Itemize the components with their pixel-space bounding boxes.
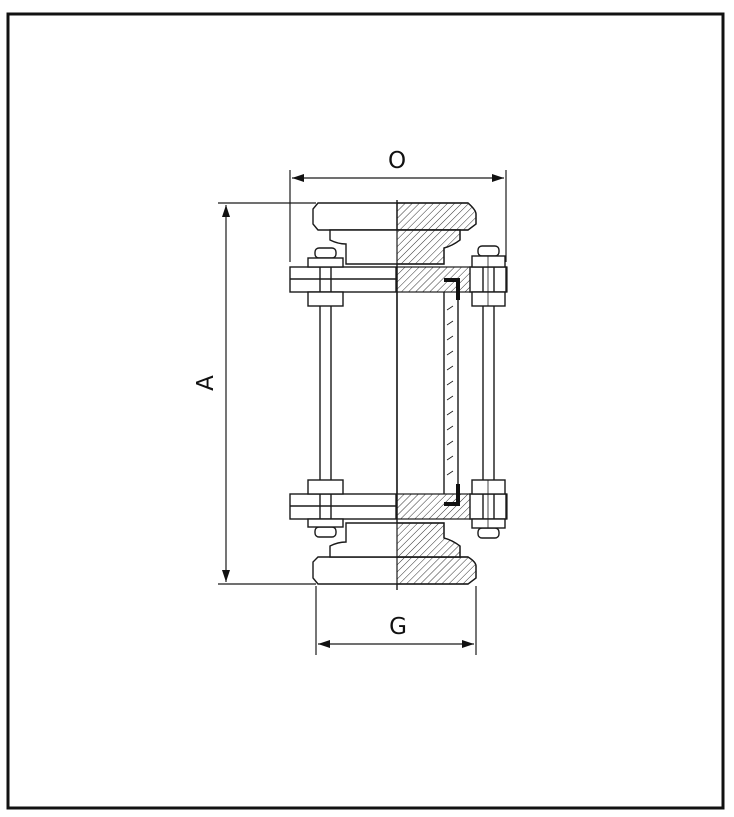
dimension-o: [289, 170, 507, 262]
drawing-border: [6, 12, 725, 810]
top-ferrule: [312, 202, 477, 265]
dimension-g: [315, 586, 477, 655]
right-tie-rod: [471, 245, 506, 539]
top-clamp-plate: [289, 266, 508, 293]
bottom-ferrule: [312, 522, 477, 585]
left-tie-rod: [307, 247, 344, 538]
glass-scale-marks: [446, 305, 454, 476]
dimension-a: [218, 202, 316, 585]
glass-tube: [396, 278, 460, 506]
dimension-g-label: G: [389, 614, 407, 640]
dimension-o-label: O: [388, 148, 406, 174]
dimension-a-label: A: [193, 375, 219, 391]
bottom-clamp-plate: [289, 493, 508, 520]
